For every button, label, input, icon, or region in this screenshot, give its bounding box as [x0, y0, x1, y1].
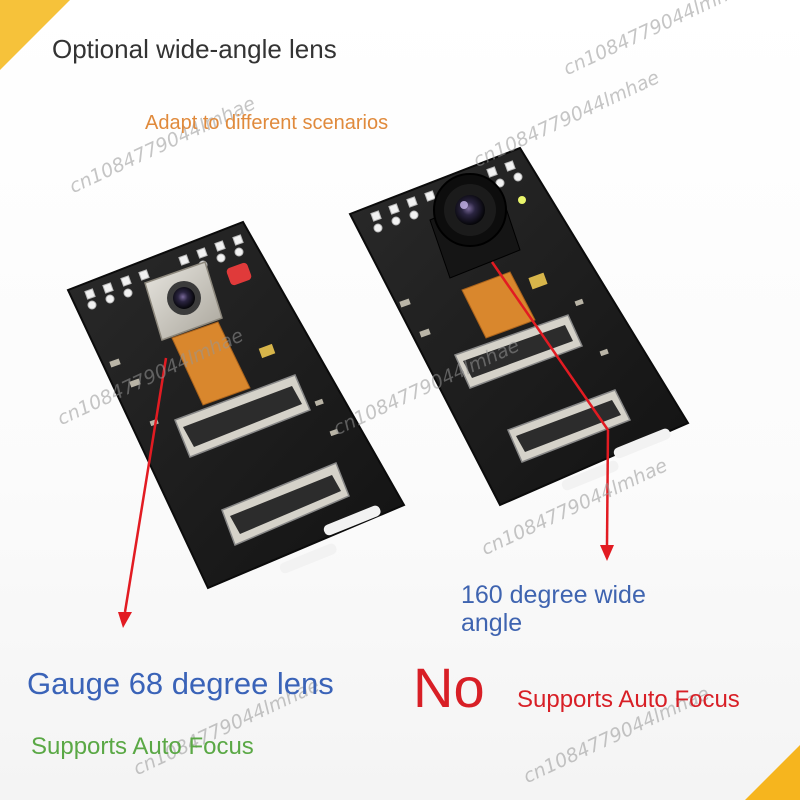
left-board-red-tab	[226, 262, 252, 286]
left-lens-arrow	[118, 357, 168, 628]
right-autofocus-label: Supports Auto Focus	[517, 686, 740, 713]
left-lens-label: Gauge 68 degree lens	[27, 666, 334, 701]
subheadline: Adapt to different scenarios	[145, 112, 389, 134]
right-lens-label: 160 degree wide angle	[461, 581, 646, 637]
corner-accent-top-left	[0, 0, 70, 70]
left-board-connector-top	[174, 374, 311, 458]
left-flex-ribbon	[171, 321, 251, 406]
left-camera-board	[66, 220, 406, 590]
left-board-pin-holes	[84, 234, 244, 310]
no-label: No	[413, 656, 485, 719]
right-board-components	[399, 196, 609, 357]
right-board-pin-holes	[370, 160, 523, 233]
right-wide-angle-lens	[429, 173, 521, 279]
corner-accent-bottom-right	[745, 745, 800, 800]
left-board-components	[109, 343, 339, 437]
right-flex-ribbon	[461, 271, 536, 339]
headline: Optional wide-angle lens	[52, 34, 337, 64]
left-board-connector-bottom	[221, 462, 350, 547]
left-autofocus-camera-module	[144, 261, 223, 341]
right-camera-board	[348, 146, 690, 507]
right-lens-arrow	[490, 261, 614, 561]
left-autofocus-label: Supports Auto Focus	[31, 733, 254, 760]
